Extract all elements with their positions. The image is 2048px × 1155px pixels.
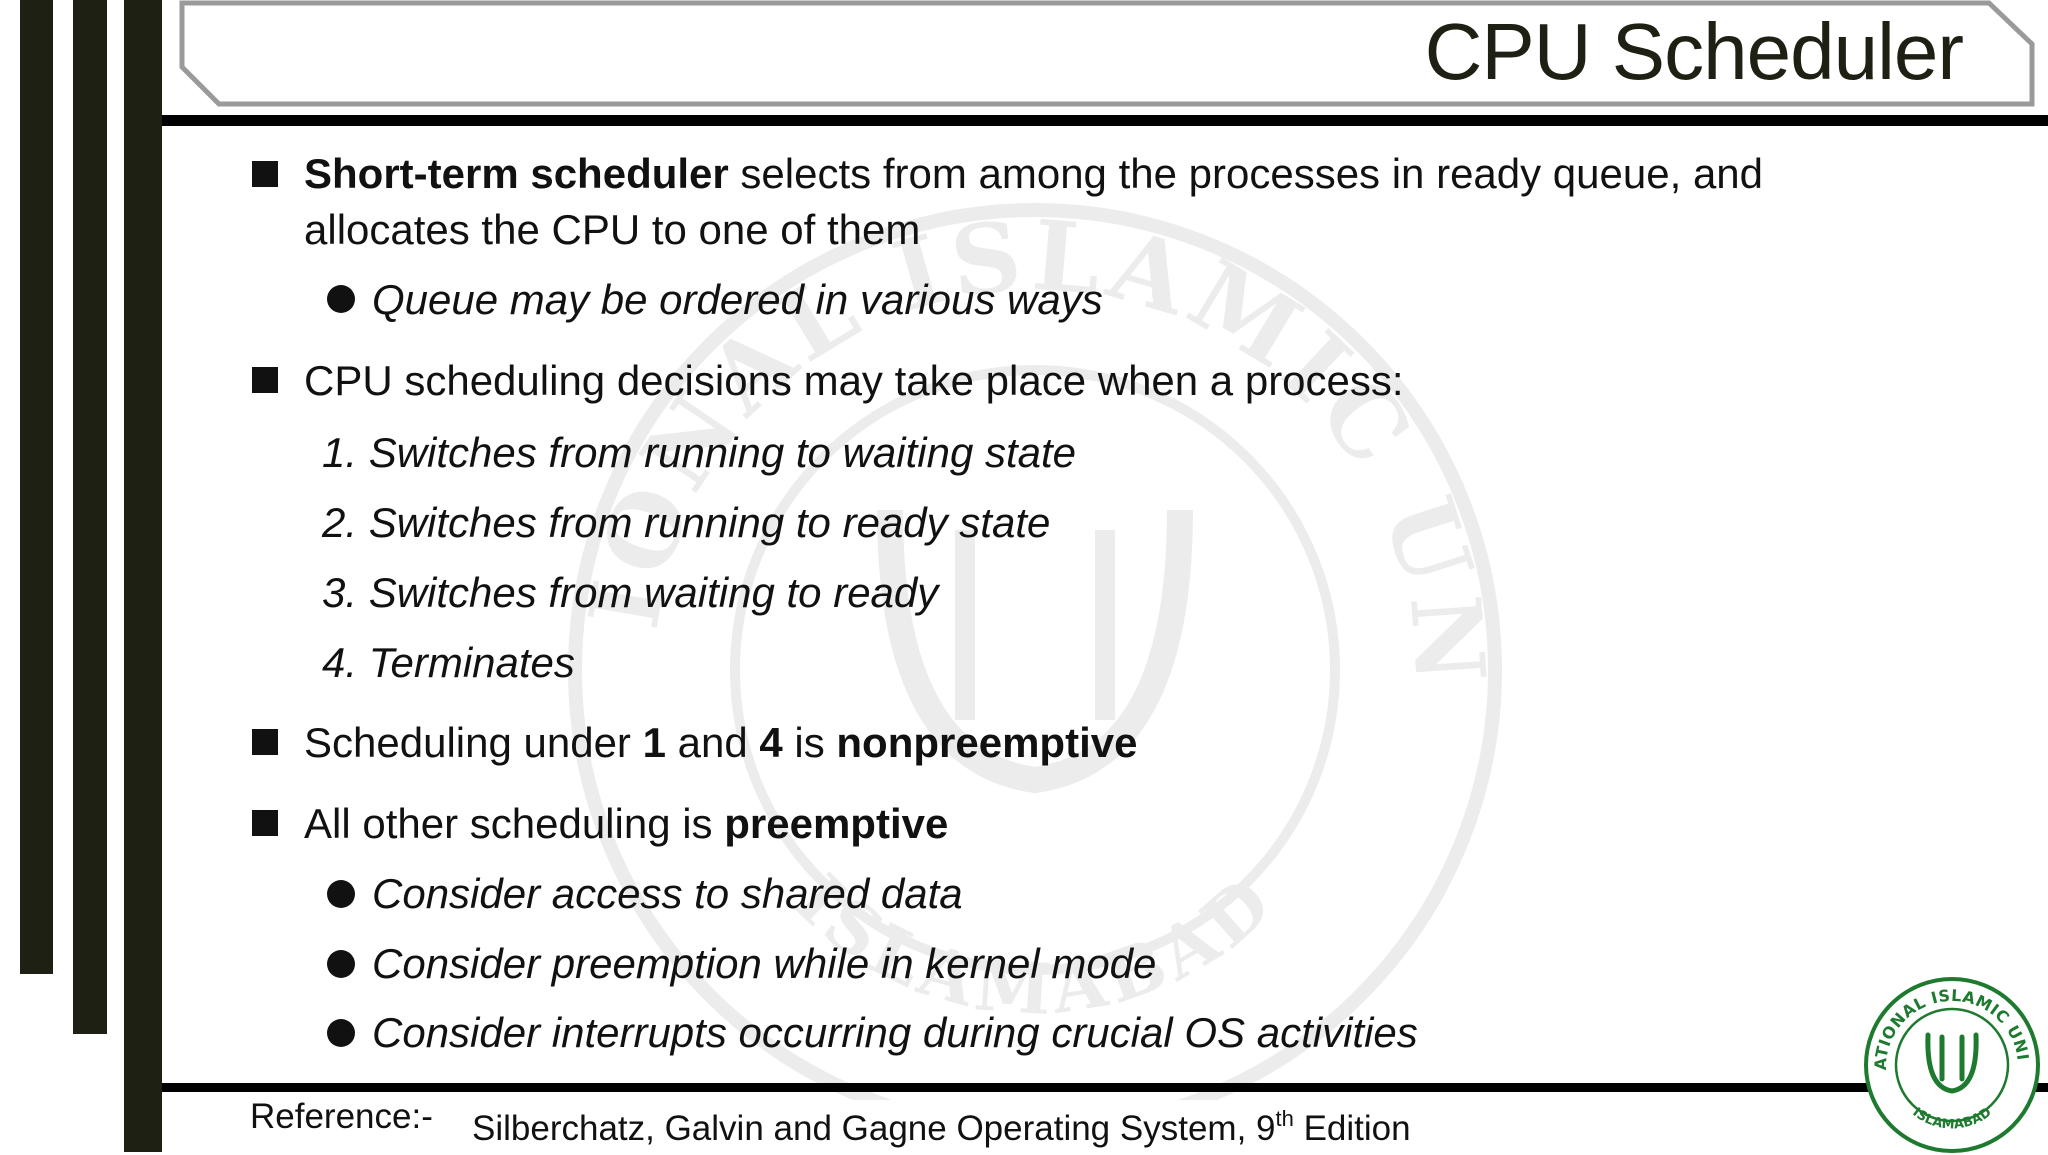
bullet-3-num-4: 4	[759, 719, 783, 766]
decorative-bar-2	[73, 0, 107, 1034]
reference-superscript: th	[1275, 1106, 1294, 1131]
bullet-dot	[327, 950, 355, 978]
reference-text: Silberchatz, Galvin and Gagne Operating …	[472, 1096, 1411, 1152]
university-seal-watermark: INTERNATIONAL ISLAMIC UNIVERSITY ISLAMAB…	[495, 200, 1502, 1100]
reference-edition: Edition	[1293, 1109, 1411, 1148]
item-number: 1.	[322, 429, 358, 476]
title-underline	[162, 115, 2048, 126]
sub-bullet-shared-data: Consider access to shared data	[372, 870, 963, 917]
bullet-square	[252, 161, 278, 187]
decorative-bar-1	[20, 0, 53, 974]
bullet-4: All other scheduling is preemptive	[304, 798, 948, 850]
bullet-1-text: selects from among the processes in read…	[728, 150, 1764, 197]
item-number: 2.	[322, 499, 358, 546]
decorative-bar-3	[124, 0, 162, 1152]
numbered-item-1: 1. Switches from running to waiting stat…	[322, 427, 1076, 479]
bullet-1: Short-term scheduler selects from among …	[304, 148, 1763, 200]
bullet-2: CPU scheduling decisions may take place …	[304, 357, 1404, 404]
numbered-item-2: 2. Switches from running to ready state	[322, 497, 1050, 549]
term-short-term-scheduler: Short-term scheduler	[304, 150, 729, 197]
bullet-1-continuation: allocates the CPU to one of them	[304, 206, 921, 253]
bullet-3-text: is	[782, 719, 837, 766]
reference-label: Reference:-	[250, 1097, 433, 1136]
bullet-square	[252, 367, 278, 393]
title-frame	[179, 0, 2035, 107]
bullet-3: Scheduling under 1 and 4 is nonpreemptiv…	[304, 717, 1137, 769]
page-title: CPU Scheduler	[1424, 7, 1964, 96]
item-number: 4.	[322, 639, 358, 686]
numbered-item-4: 4. Terminates	[322, 637, 575, 689]
term-preemptive: preemptive	[724, 800, 949, 847]
bullet-3-text: Scheduling under	[304, 719, 643, 766]
sub-bullet-interrupts: Consider interrupts occurring during cru…	[372, 1009, 1418, 1056]
bullet-dot	[327, 880, 355, 908]
reference-citation: Silberchatz, Galvin and Gagne Operating …	[472, 1109, 1276, 1148]
item-text: Switches from waiting to ready	[368, 569, 939, 616]
sub-bullet-kernel-mode: Consider preemption while in kernel mode	[372, 940, 1157, 987]
bullet-3-text: and	[665, 719, 760, 766]
bullet-3-num-1: 1	[642, 719, 666, 766]
item-text: Terminates	[368, 639, 575, 686]
term-nonpreemptive: nonpreemptive	[836, 719, 1138, 766]
university-logo: INTERNATIONAL ISLAMIC UNIVERSITY ISLAMAB…	[1862, 975, 2040, 1153]
bullet-square	[252, 729, 278, 755]
bullet-square	[252, 810, 278, 836]
bullet-dot	[327, 285, 355, 313]
item-number: 3.	[322, 569, 358, 616]
numbered-item-3: 3. Switches from waiting to ready	[322, 567, 938, 619]
bullet-dot	[327, 1019, 355, 1047]
bullet-4-text: All other scheduling is	[304, 800, 725, 847]
sub-bullet-queue-order: Queue may be ordered in various ways	[372, 276, 1103, 323]
item-text: Switches from running to ready state	[368, 499, 1051, 546]
footer-rule	[162, 1083, 2048, 1092]
item-text: Switches from running to waiting state	[368, 429, 1077, 476]
